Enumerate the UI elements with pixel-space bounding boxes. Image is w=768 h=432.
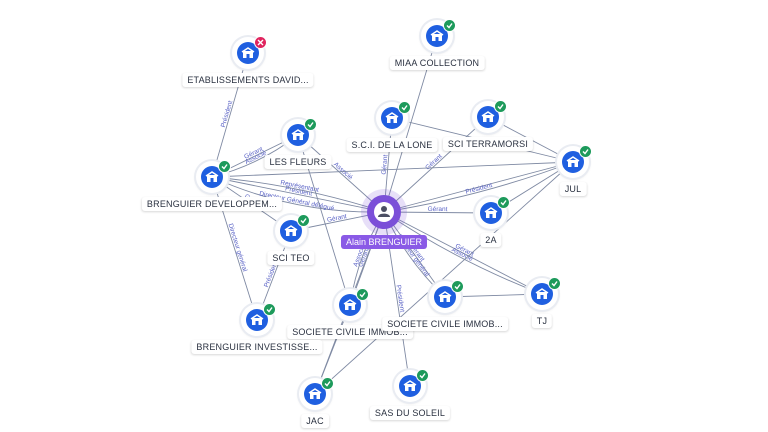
status-active-icon: [497, 196, 510, 209]
edge-label: Président: [220, 100, 234, 129]
company-label: 2A: [480, 233, 502, 247]
status-active-icon: [218, 160, 231, 173]
edge-label: Président: [465, 182, 494, 196]
status-active-icon: [579, 145, 592, 158]
edge-line: [211, 161, 574, 178]
status-active-icon: [398, 101, 411, 114]
status-active-icon: [416, 369, 429, 382]
company-label: TJ: [531, 314, 553, 328]
building-icon: [535, 288, 549, 299]
status-active-icon: [494, 100, 507, 113]
company-label: BRENGUIER DEVELOPPEM...: [141, 197, 283, 211]
building-icon: [308, 388, 322, 399]
company-label: JUL: [559, 182, 587, 196]
edge-line: [383, 211, 543, 295]
edge-line: [211, 176, 385, 213]
status-inactive-icon: [254, 36, 267, 49]
edge-label: Gérant: [381, 154, 390, 175]
company-label: SOCIETE CIVILE IMMOB...: [382, 317, 508, 331]
building-icon: [438, 291, 452, 302]
edge-line: [383, 161, 574, 213]
status-active-icon: [356, 288, 369, 301]
building-icon: [566, 156, 580, 167]
edge-line: [314, 161, 574, 395]
edge-label: Président: [394, 284, 405, 312]
company-label: JAC: [301, 414, 329, 428]
edge-label: Gérant: [428, 206, 448, 213]
company-label: SOCIETE CIVILE IMMOB...: [287, 325, 413, 339]
company-node-circle[interactable]: [394, 370, 426, 402]
status-active-icon: [321, 377, 334, 390]
company-label: BRENGUIER INVESTISSE...: [191, 340, 323, 354]
center-label: Alain BRENGUIER: [340, 235, 428, 249]
status-active-icon: [304, 118, 317, 131]
building-icon: [403, 380, 417, 391]
status-active-icon: [451, 280, 464, 293]
edge-line: [211, 176, 385, 213]
edge-label: Gérant: [424, 153, 444, 172]
status-active-icon: [548, 277, 561, 290]
company-label: LES FLEURS: [264, 155, 332, 169]
company-label: SCI TERRAMORSI: [442, 137, 534, 151]
company-label: ETABLISSEMENTS DAVID...: [182, 73, 314, 87]
edge-line: [211, 176, 258, 321]
building-icon: [430, 30, 444, 41]
status-active-icon: [443, 19, 456, 32]
company-label: SCI TEO: [267, 251, 315, 265]
edge-line: [383, 211, 543, 295]
company-label: SAS DU SOLEIL: [369, 406, 451, 420]
company-node-circle[interactable]: [421, 20, 453, 52]
building-icon: [250, 314, 264, 325]
building-icon: [291, 129, 305, 140]
building-icon: [205, 171, 219, 182]
edge-label: Directeur général: [227, 223, 249, 273]
edge-label: Gérant: [326, 213, 347, 224]
status-active-icon: [263, 303, 276, 316]
building-icon: [284, 225, 298, 236]
building-icon: [481, 111, 495, 122]
person-node-circle[interactable]: [367, 195, 401, 229]
edge-line: [211, 176, 385, 213]
building-icon: [484, 207, 498, 218]
building-icon: [241, 47, 255, 58]
status-active-icon: [297, 214, 310, 227]
building-icon: [343, 299, 357, 310]
building-icon: [385, 112, 399, 123]
edge-line: [383, 211, 411, 387]
company-label: S.C.I. DE LA LONE: [346, 138, 438, 152]
edge-line: [383, 161, 574, 213]
person-icon: [374, 202, 394, 222]
company-node-circle[interactable]: [241, 304, 273, 336]
company-label: MIAA COLLECTION: [389, 56, 485, 70]
